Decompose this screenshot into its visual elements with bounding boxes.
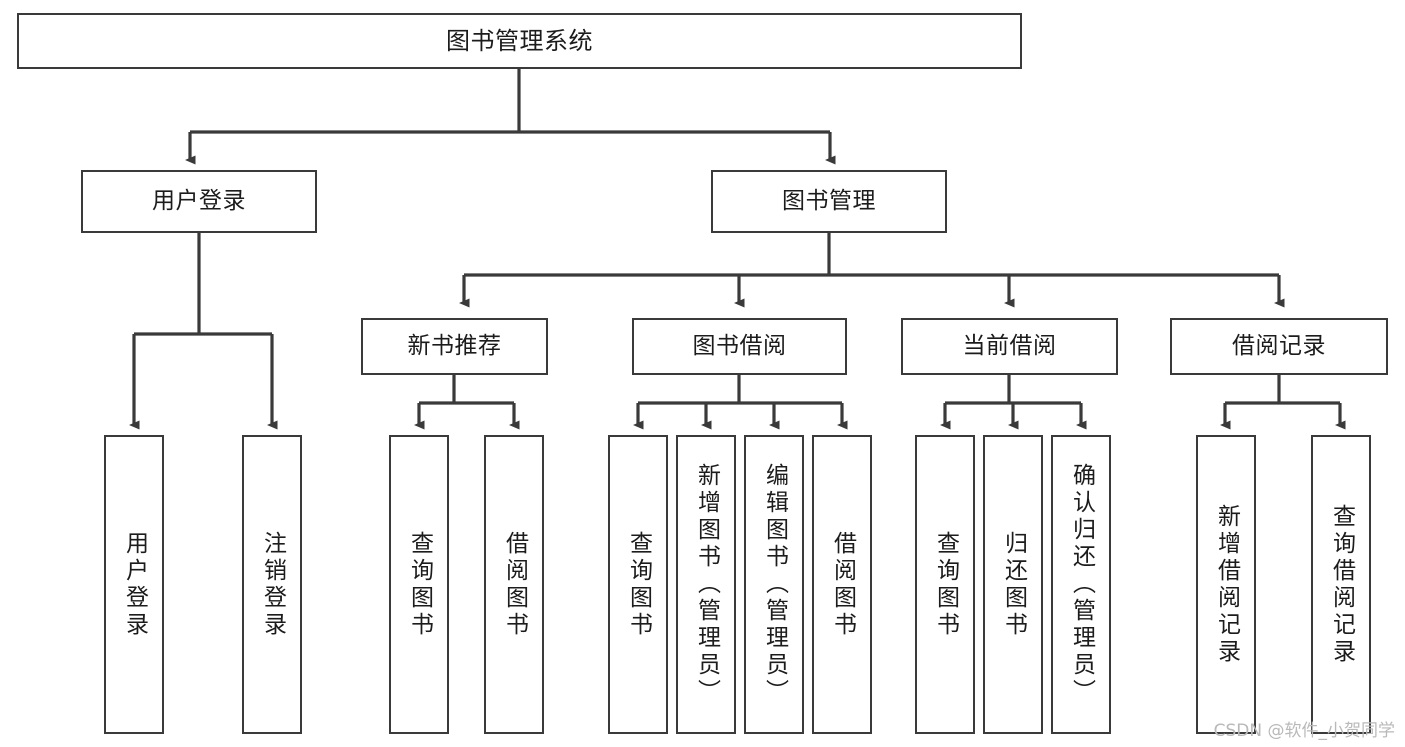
node-label: 新增借阅记录 — [1213, 503, 1240, 666]
node-leaf-query-book-1[interactable]: 查询图书 — [389, 435, 449, 734]
node-leaf-query-book-2[interactable]: 查询图书 — [608, 435, 668, 734]
node-label: 图书管理系统 — [446, 26, 593, 55]
node-leaf-query-book-3[interactable]: 查询图书 — [915, 435, 975, 734]
node-borrow-record[interactable]: 借阅记录 — [1170, 318, 1388, 375]
node-current-borrow[interactable]: 当前借阅 — [901, 318, 1118, 375]
node-label: 借阅图书 — [829, 530, 856, 639]
node-leaf-confirm-return[interactable]: 确认归还（管理员） — [1051, 435, 1111, 734]
node-leaf-query-record[interactable]: 查询借阅记录 — [1311, 435, 1371, 734]
node-label: 查询图书 — [406, 530, 433, 639]
node-label: 图书借阅 — [692, 332, 787, 359]
node-leaf-user-login[interactable]: 用户登录 — [104, 435, 164, 734]
node-label: 注销登录 — [259, 530, 286, 639]
node-label: 编辑图书（管理员） — [761, 463, 788, 706]
node-label: 用户登录 — [152, 187, 246, 214]
node-label: 归还图书 — [1000, 530, 1027, 639]
node-leaf-borrow-book-1[interactable]: 借阅图书 — [484, 435, 544, 734]
node-leaf-borrow-book-2[interactable]: 借阅图书 — [812, 435, 872, 734]
node-book-management[interactable]: 图书管理 — [711, 170, 947, 233]
node-label: 新增图书（管理员） — [693, 463, 720, 706]
node-new-book-recommend[interactable]: 新书推荐 — [361, 318, 548, 375]
node-leaf-logout-login[interactable]: 注销登录 — [242, 435, 302, 734]
node-label: 查询图书 — [932, 530, 959, 639]
node-leaf-return-book[interactable]: 归还图书 — [983, 435, 1043, 734]
node-label: 查询借阅记录 — [1328, 503, 1355, 666]
node-label: 借阅图书 — [501, 530, 528, 639]
node-label: 查询图书 — [625, 530, 652, 639]
node-label: 图书管理 — [782, 187, 876, 214]
csdn-watermark: CSDN @软件_小贺同学 — [1213, 721, 1395, 741]
node-book-management-system[interactable]: 图书管理系统 — [17, 13, 1022, 69]
node-label: 借阅记录 — [1232, 332, 1326, 359]
node-book-borrow[interactable]: 图书借阅 — [632, 318, 847, 375]
node-label: 确认归还（管理员） — [1068, 463, 1095, 706]
node-label: 新书推荐 — [407, 332, 502, 359]
node-label: 当前借阅 — [962, 332, 1057, 359]
node-user-login[interactable]: 用户登录 — [81, 170, 317, 233]
node-leaf-add-record[interactable]: 新增借阅记录 — [1196, 435, 1256, 734]
node-leaf-edit-book[interactable]: 编辑图书（管理员） — [744, 435, 804, 734]
node-label: 用户登录 — [121, 530, 148, 639]
node-leaf-add-book[interactable]: 新增图书（管理员） — [676, 435, 736, 734]
